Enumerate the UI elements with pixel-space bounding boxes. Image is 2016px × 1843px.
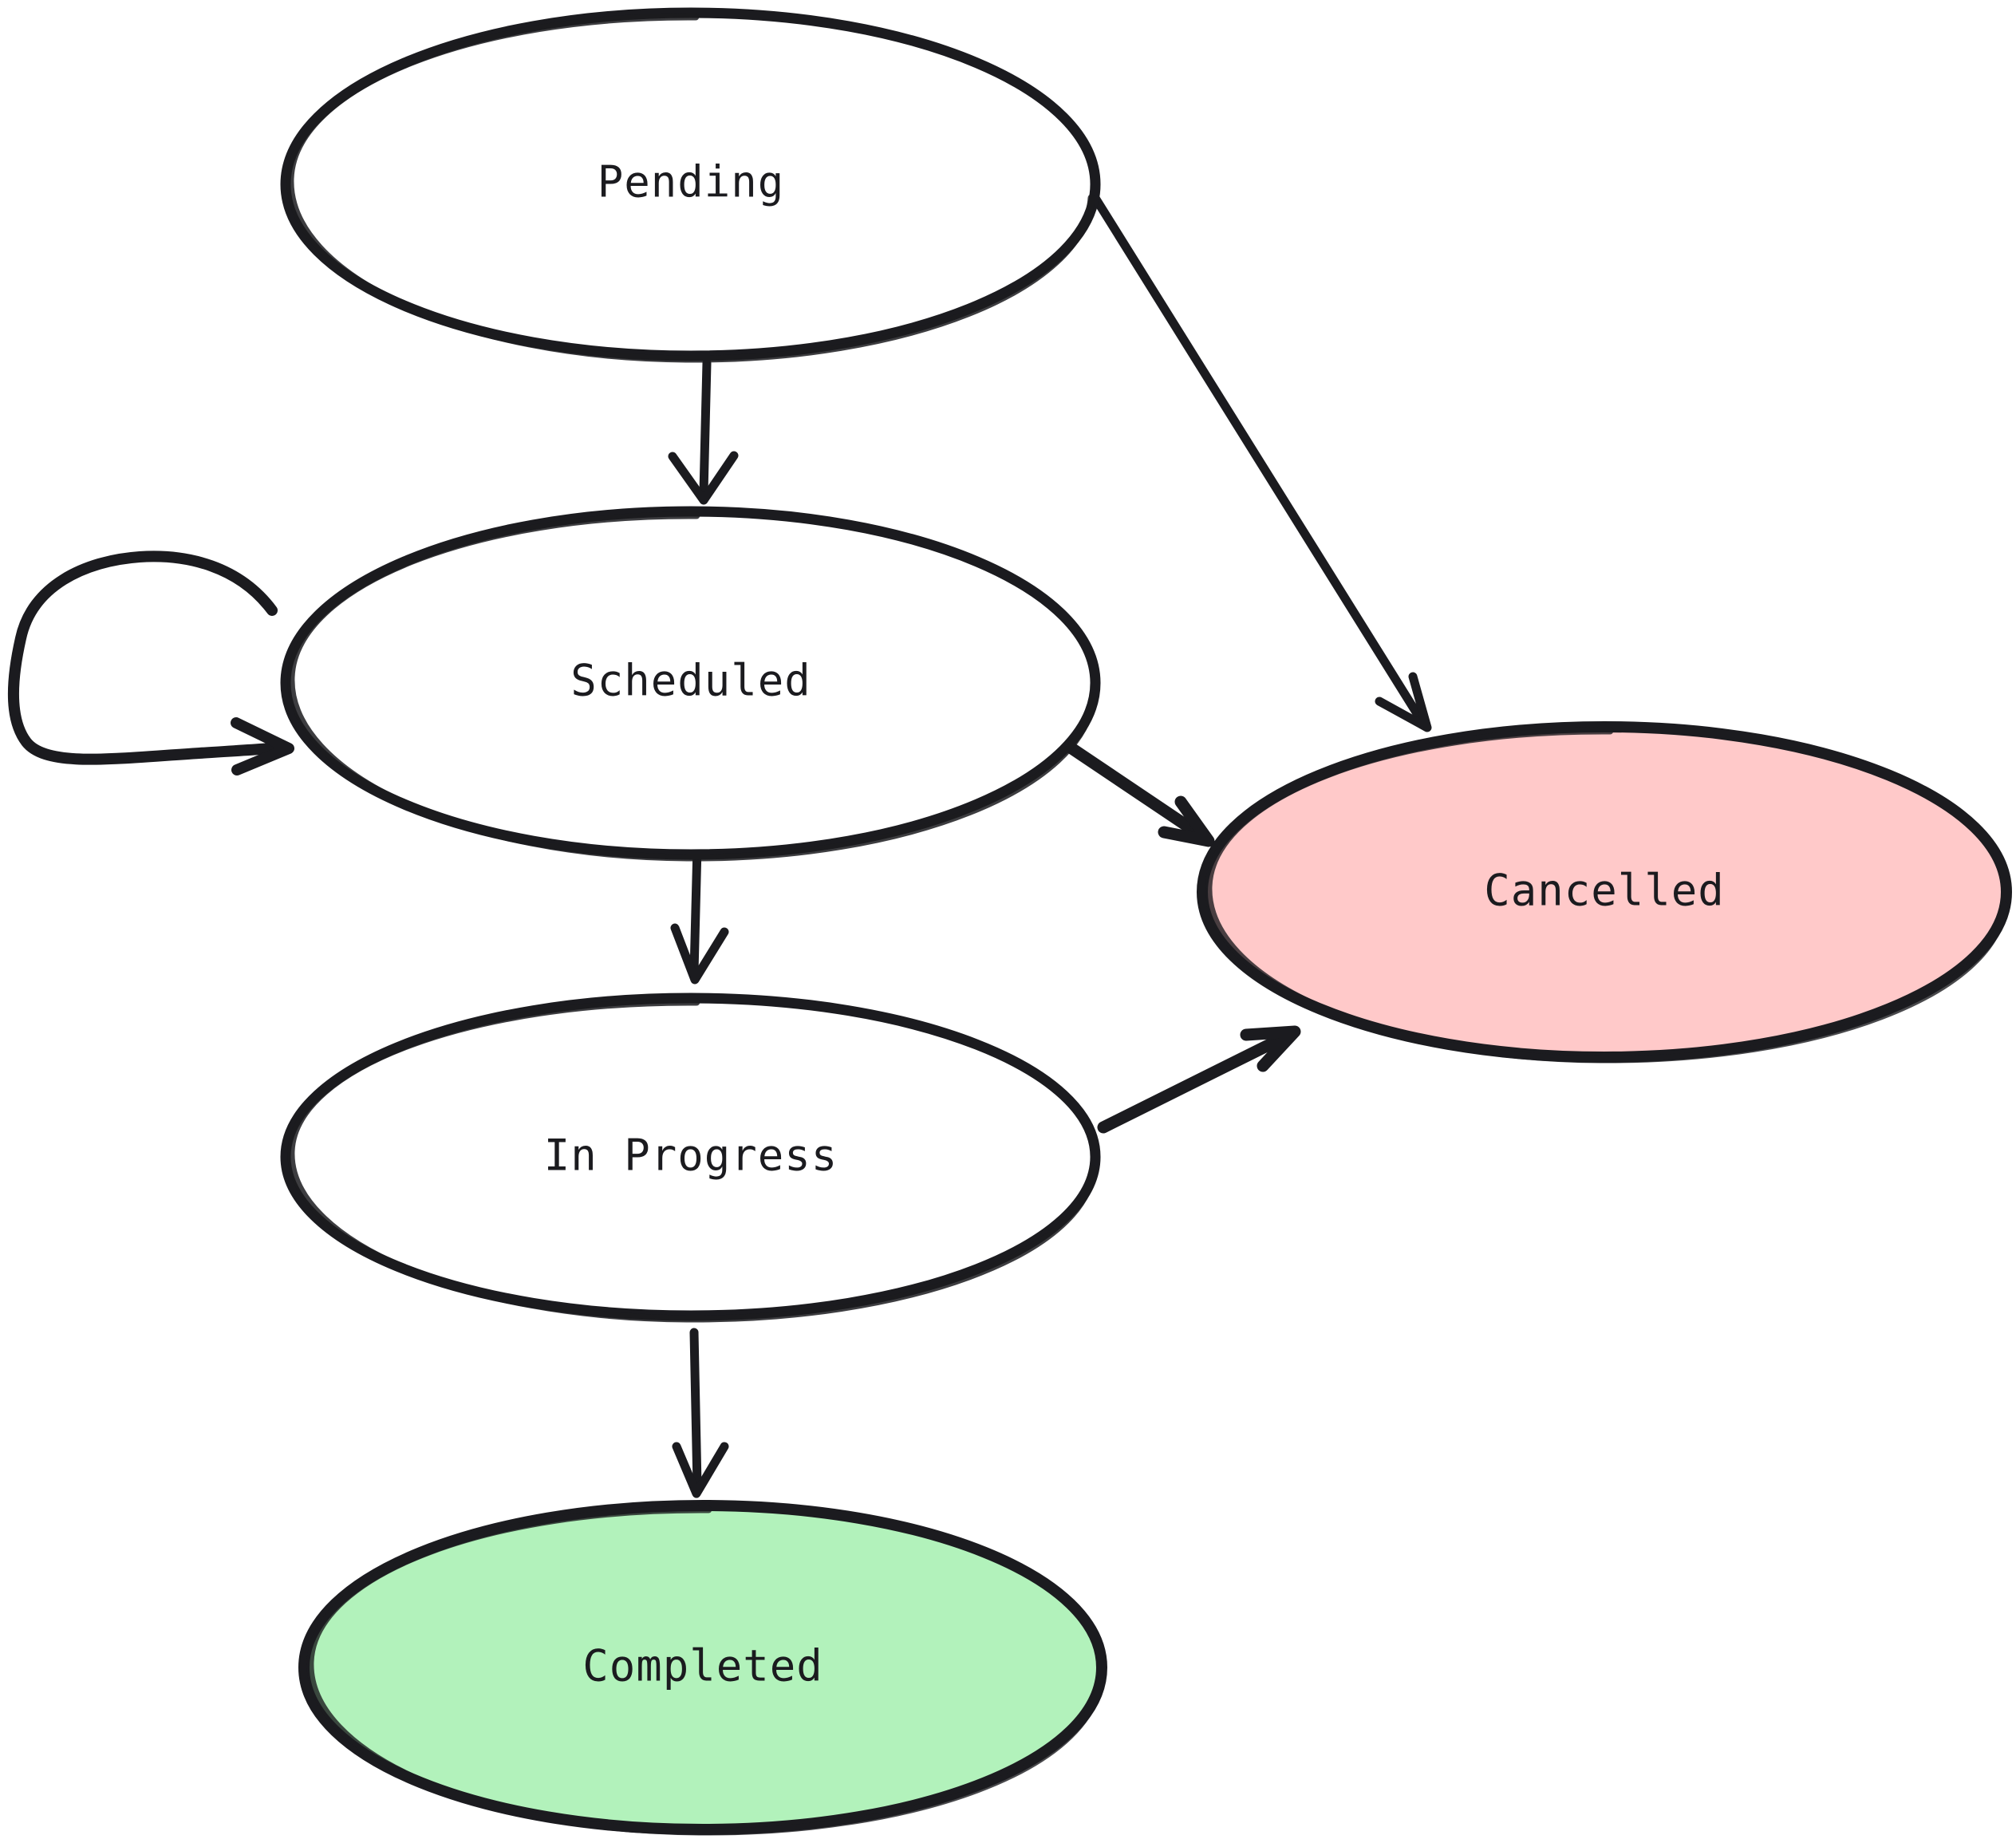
node-cancelled-ellipse xyxy=(1197,721,2012,1063)
node-scheduled[interactable]: Scheduled xyxy=(280,506,1101,862)
node-cancelled[interactable]: Cancelled xyxy=(1197,721,2012,1064)
node-cancelled-ellipse-sketch-overlay xyxy=(1205,727,2008,1064)
node-pending[interactable]: Pending xyxy=(280,7,1101,363)
node-in-progress[interactable]: In Progress xyxy=(280,993,1101,1323)
node-completed-label: Completed xyxy=(582,1641,823,1691)
node-scheduled-ellipse xyxy=(280,506,1101,860)
node-pending-ellipse-sketch-overlay xyxy=(286,13,1095,363)
node-pending-ellipse xyxy=(280,7,1101,361)
node-completed-ellipse-sketch-overlay xyxy=(306,1506,1103,1836)
edge-pending-to-scheduled[interactable] xyxy=(668,358,739,505)
edge-pending-to-cancelled[interactable] xyxy=(1085,184,1432,732)
node-cancelled-label: Cancelled xyxy=(1484,866,1725,916)
edge-in-progress-to-completed[interactable] xyxy=(672,1328,729,1498)
node-scheduled-ellipse-sketch-overlay xyxy=(287,511,1097,862)
node-pending-label: Pending xyxy=(598,157,785,207)
edge-scheduled-to-in-progress[interactable] xyxy=(670,843,729,985)
edge-in-progress-to-cancelled[interactable] xyxy=(1097,1025,1301,1134)
edge-scheduled-self-loop[interactable] xyxy=(7,551,294,775)
node-completed[interactable]: Completed xyxy=(298,1500,1107,1836)
node-in-progress-label: In Progress xyxy=(544,1131,838,1181)
node-scheduled-label: Scheduled xyxy=(570,656,811,706)
node-in-progress-ellipse xyxy=(280,993,1101,1321)
node-in-progress-ellipse-sketch-overlay xyxy=(287,998,1097,1323)
edge-scheduled-to-cancelled[interactable] xyxy=(1052,733,1215,847)
